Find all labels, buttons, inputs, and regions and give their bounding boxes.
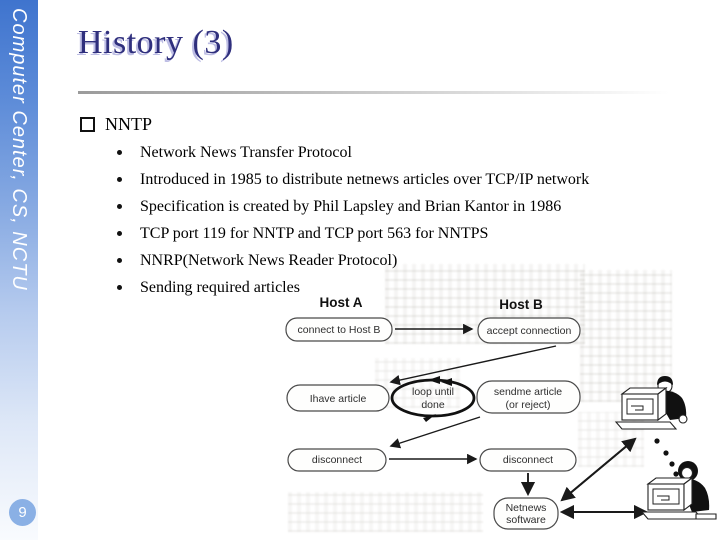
- flow-diagram-svg: Host A Host B connect to Host B accept c…: [285, 295, 717, 530]
- connect-box-label: connect to Host B: [298, 324, 381, 336]
- trail-dot-icon: [673, 471, 679, 477]
- dot-bullet-icon: [117, 150, 122, 155]
- trail-dot-icon: [669, 461, 675, 467]
- sidebar: Computer Center, CS, NCTU: [0, 0, 38, 540]
- dot-bullet-icon: [117, 258, 122, 263]
- user2-at-computer-illustration: [640, 461, 717, 520]
- disconnect-a-label: disconnect: [312, 454, 362, 466]
- dot-bullet-icon: [117, 231, 122, 236]
- disconnect-box-b: [479, 448, 577, 472]
- list-item-level1: NNTP: [80, 112, 700, 136]
- bullet-text: Specification is created by Phil Lapsley…: [140, 197, 562, 215]
- list-item: Network News Transfer Protocol: [80, 139, 700, 166]
- dot-bullet-icon: [117, 204, 122, 209]
- list-item: NNRP(Network News Reader Protocol): [80, 247, 700, 274]
- sidebar-vertical-label: Computer Center, CS, NCTU: [8, 8, 30, 291]
- accept-box-label: accept connection: [487, 325, 572, 337]
- netnews-label-line1: Netnews: [506, 502, 547, 514]
- list-item: Specification is created by Phil Lapsley…: [80, 193, 700, 220]
- page-number-badge: 9: [9, 499, 36, 526]
- sendme-box-label-line1: sendme article: [494, 386, 562, 398]
- netnews-label-line2: software: [506, 514, 546, 526]
- disconnect-box-a: [287, 448, 387, 472]
- user1-at-computer-illustration: [614, 376, 688, 430]
- host-b-label: Host B: [499, 297, 543, 312]
- connect-box: [285, 317, 393, 342]
- loop-arrowhead-icon: [441, 378, 452, 386]
- nntp-flow-diagram: Host A Host B connect to Host B accept c…: [280, 262, 720, 540]
- scan-artifact: [288, 492, 483, 532]
- ihave-box: [286, 384, 390, 412]
- accept-box: [477, 317, 581, 344]
- loop-label-line2: done: [421, 399, 445, 411]
- disconnect-b-label: disconnect: [503, 454, 553, 466]
- page-title: History (3): [78, 24, 234, 61]
- title-divider: [78, 91, 714, 94]
- trail-dot-icon: [654, 438, 660, 444]
- dot-bullet-icon: [117, 177, 122, 182]
- list-item: Introduced in 1985 to distribute netnews…: [80, 166, 700, 193]
- accept-to-ihave-arrow: [389, 345, 557, 386]
- list-item: TCP port 119 for NNTP and TCP port 563 f…: [80, 220, 700, 247]
- sendme-to-disconnect-arrow: [389, 416, 481, 449]
- bullet-text: Network News Transfer Protocol: [140, 143, 352, 161]
- host-a-label: Host A: [320, 295, 363, 310]
- bullet-list: NNTP Network News Transfer Protocol Intr…: [80, 112, 700, 301]
- dot-bullet-icon: [117, 285, 122, 290]
- bullet-text: Introduced in 1985 to distribute netnews…: [140, 170, 590, 188]
- sendme-box-label-line2: (or reject): [506, 399, 551, 411]
- trail-dot-icon: [663, 450, 669, 456]
- user1-to-netnews-arrow: [560, 438, 636, 502]
- square-bullet-icon: [80, 116, 95, 132]
- loop-arrowhead-icon: [428, 376, 440, 384]
- ihave-box-label: Ihave article: [310, 393, 367, 405]
- bullet-text: TCP port 119 for NNTP and TCP port 563 f…: [140, 224, 489, 242]
- scan-artifact: [580, 270, 672, 402]
- list-item: Sending required articles: [80, 274, 700, 301]
- bullet-level1-label: NNTP: [105, 113, 153, 134]
- loop-label-line1: loop until: [412, 386, 454, 398]
- netnews-box: [493, 497, 559, 530]
- sub-bullet-list: Network News Transfer Protocol Introduce…: [80, 139, 700, 301]
- bullet-text: Sending required articles: [140, 278, 300, 296]
- bullet-text: NNRP(Network News Reader Protocol): [140, 251, 398, 269]
- sendme-box: [476, 380, 581, 414]
- loop-arrowhead-icon: [423, 414, 436, 422]
